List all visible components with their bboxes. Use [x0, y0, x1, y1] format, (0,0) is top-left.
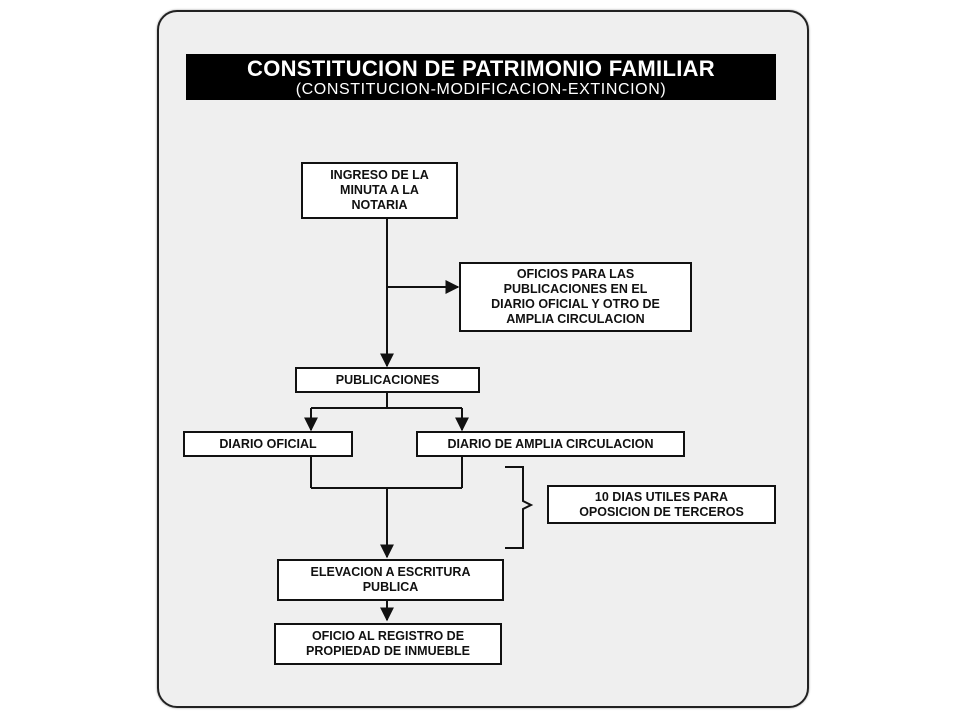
node-diario-oficial: DIARIO OFICIAL [183, 431, 353, 457]
diagram-title: CONSTITUCION DE PATRIMONIO FAMILIAR [247, 56, 715, 81]
title-banner: CONSTITUCION DE PATRIMONIO FAMILIAR (CON… [186, 54, 776, 100]
node-elevacion-escritura: ELEVACION A ESCRITURA PUBLICA [277, 559, 504, 601]
node-oficios-publicaciones: OFICIOS PARA LAS PUBLICACIONES EN EL DIA… [459, 262, 692, 332]
node-dias-utiles-oposicion: 10 DIAS UTILES PARA OPOSICION DE TERCERO… [547, 485, 776, 524]
node-ingreso-minuta: INGRESO DE LA MINUTA A LA NOTARIA [301, 162, 458, 219]
node-oficio-registro-propiedad: OFICIO AL REGISTRO DE PROPIEDAD DE INMUE… [274, 623, 502, 665]
diagram-subtitle: (CONSTITUCION-MODIFICACION-EXTINCION) [295, 81, 667, 98]
period-bracket [505, 466, 534, 549]
node-publicaciones: PUBLICACIONES [295, 367, 480, 393]
node-diario-amplia-circulacion: DIARIO DE AMPLIA CIRCULACION [416, 431, 685, 457]
